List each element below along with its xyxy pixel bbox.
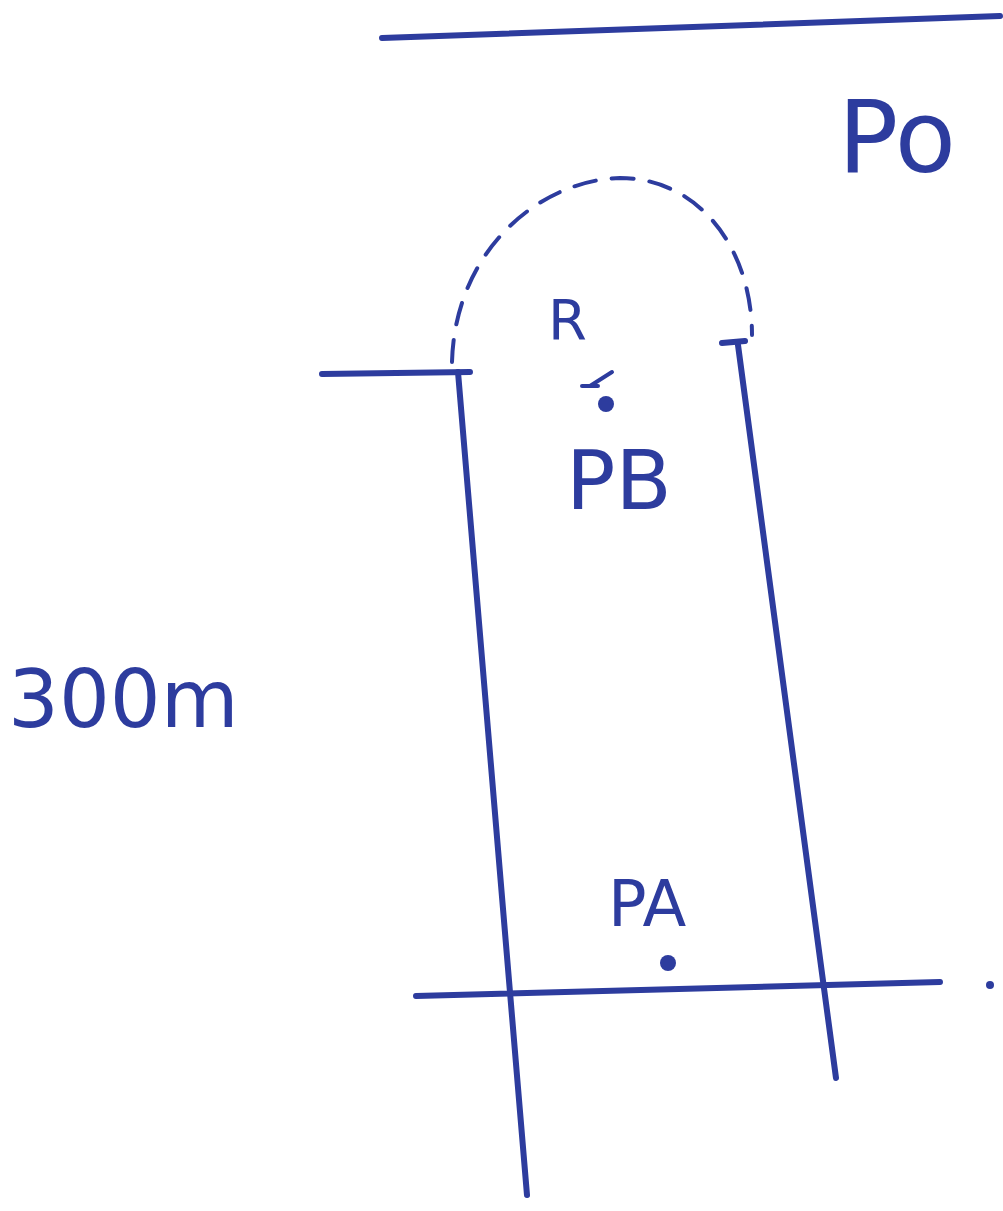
point-a [660, 955, 676, 971]
depth-dimension: 300m [8, 660, 239, 740]
tube-left-wall [458, 372, 527, 1195]
bottom-level-line [416, 982, 940, 996]
dome-dashed [452, 178, 752, 362]
pressure-label: PB [566, 440, 672, 522]
top-level-line [322, 372, 470, 374]
pressure-label: PA [608, 872, 686, 936]
surface-line [382, 16, 1000, 38]
top-level-tick [722, 341, 745, 343]
radius-label: R [548, 292, 587, 348]
pressure-label: Po [838, 88, 956, 188]
point-b [598, 396, 614, 412]
tube-right-wall [738, 345, 836, 1078]
stray-dot [986, 981, 994, 989]
radius-line [582, 372, 612, 386]
